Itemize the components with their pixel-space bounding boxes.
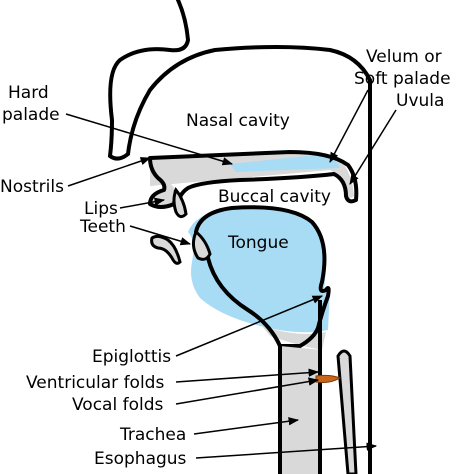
arrow-ventricular-folds [175, 368, 320, 383]
label-lips: Lips [84, 199, 118, 219]
upper-lip [148, 157, 178, 209]
label-nostrils: Nostrils [0, 177, 64, 197]
leader-arrows [65, 89, 397, 459]
label-ventricular-folds: Ventricular folds [26, 373, 164, 393]
lower-tooth [191, 229, 212, 261]
label-esophagus: Esophagus [94, 449, 187, 469]
label-velum-2: Soft palade [354, 69, 451, 89]
arrow-trachea [193, 417, 300, 435]
arrow-velum [329, 89, 369, 163]
trachea-column [280, 346, 322, 474]
label-epiglottis: Epiglottis [92, 347, 171, 367]
label-teeth: Teeth [79, 217, 126, 237]
lower-lip [150, 234, 182, 265]
velum-region [230, 154, 340, 172]
label-trachea: Trachea [119, 425, 186, 445]
arrow-esophagus [195, 442, 378, 459]
label-vocal-folds: Vocal folds [72, 395, 164, 415]
label-tongue: Tongue [227, 233, 289, 253]
vocal-folds [315, 374, 342, 383]
arrow-uvula [349, 109, 397, 185]
label-hard-palate-1: Hard [8, 83, 49, 103]
arrow-epiglottis [175, 295, 323, 357]
palate-outline [148, 150, 359, 214]
tongue-region [188, 207, 330, 333]
arrow-nostrils [67, 157, 151, 187]
jaw-outline [206, 256, 282, 474]
throat-tissue [262, 326, 326, 350]
label-velum-1: Velum or [366, 47, 442, 67]
arrow-lips [119, 197, 166, 209]
label-nasal-cavity: Nasal cavity [186, 111, 290, 131]
upper-tooth [172, 187, 188, 219]
arrow-vocal-folds [175, 377, 320, 405]
label-hard-palate-2: palade [2, 105, 60, 125]
head-outline [107, 0, 372, 474]
esophagus-tube [336, 349, 358, 474]
arrow-teeth [129, 225, 192, 246]
label-uvula: Uvula [396, 91, 444, 111]
label-buccal-cavity: Buccal cavity [218, 187, 331, 207]
arrow-hard-palate [65, 113, 234, 166]
